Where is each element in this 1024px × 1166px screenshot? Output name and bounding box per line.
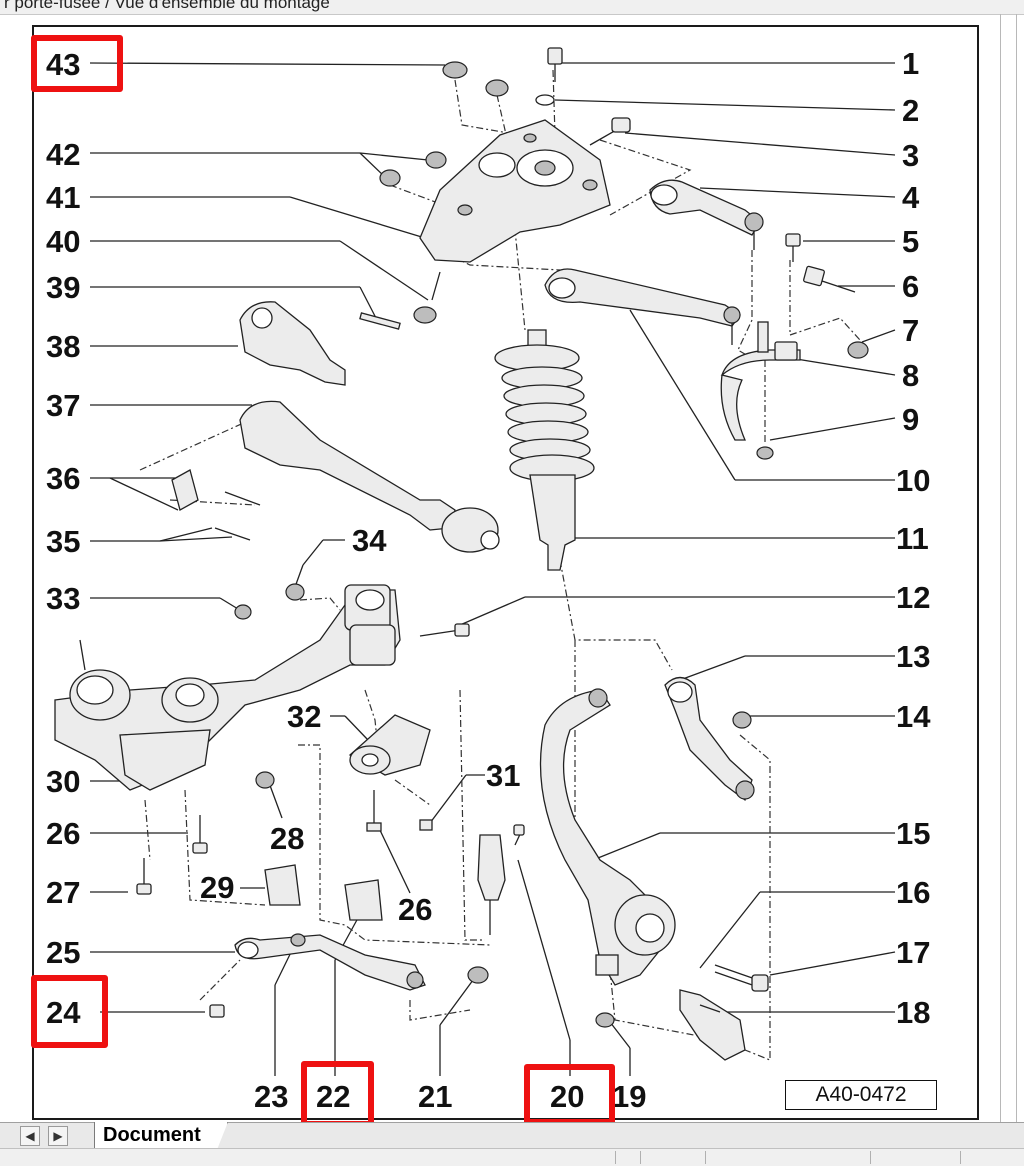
callout-12: 12 [896,580,930,615]
callout-3: 3 [902,138,919,173]
callout-11: 11 [896,521,929,556]
callout-1: 1 [902,46,919,81]
callout-32: 32 [287,699,321,734]
window-title: r porte-fusée / Vue d'ensemble du montag… [4,0,330,12]
callout-21: 21 [418,1079,452,1114]
highlight-box-22 [301,1061,374,1127]
callout-31: 31 [486,758,520,793]
callout-20: 20 [550,1079,584,1114]
callout-4: 4 [902,180,920,215]
callout-14: 14 [896,699,931,734]
callout-41: 41 [46,180,80,215]
highlight-box-43 [31,35,123,92]
callouts-left: 43 42 41 40 39 38 37 36 35 33 30 26 27 2… [46,47,81,1030]
triangle-left-icon: ◀ [25,1129,35,1143]
callout-42: 42 [46,137,80,172]
highlight-box-20 [524,1064,615,1125]
small-fasteners-right [720,233,869,460]
callout-8: 8 [902,358,919,393]
status-divider [705,1151,706,1164]
status-divider [960,1151,961,1164]
leader-lines-inner [240,539,631,1076]
top-nuts [379,47,631,324]
callout-26-left: 26 [46,816,80,851]
callouts-bottom: 23 22 21 20 19 [254,1079,646,1114]
scroll-left-button[interactable]: ◀ [20,1126,40,1146]
callout-6: 6 [902,269,919,304]
callout-16: 16 [896,875,930,910]
callout-28: 28 [270,821,304,856]
callout-30: 30 [46,764,80,799]
callout-23: 23 [254,1079,288,1114]
upper-control-arm-rear [544,268,741,345]
status-divider [615,1151,616,1164]
callout-37: 37 [46,388,80,423]
callout-40: 40 [46,224,80,259]
shield-and-bolt [679,964,769,1061]
callout-29: 29 [200,870,234,905]
callouts-inner: 34 32 31 28 29 26 [200,523,520,927]
drive-shaft [239,301,500,553]
document-tab-bar: ◀ ▶ Document [0,1122,1024,1149]
spring-damper-assembly [494,329,595,571]
callout-10: 10 [896,463,930,498]
bracket-plate [348,714,433,832]
callout-24: 24 [46,995,81,1030]
reference-code: A40-0472 [785,1080,937,1110]
wheel-bearing-housing [539,688,676,1028]
tab-document-label: Document [103,1124,201,1146]
small-bolts-left [171,312,401,541]
track-control-arm [664,676,755,802]
callout-27: 27 [46,875,80,910]
callout-34: 34 [352,523,387,558]
scroll-right-button[interactable]: ▶ [48,1126,68,1146]
callout-13: 13 [896,639,930,674]
callout-9: 9 [902,402,919,437]
callout-22: 22 [316,1079,350,1114]
upper-control-arm-front [649,179,764,250]
callout-39: 39 [46,270,80,305]
window-title-bar: r porte-fusée / Vue d'ensemble du montag… [0,0,1024,15]
status-divider [640,1151,641,1164]
callout-25: 25 [46,935,80,970]
callout-5: 5 [902,224,919,259]
lower-link-arm [209,824,525,1018]
lower-fasteners [136,771,383,921]
callout-19: 19 [612,1079,646,1114]
callout-38: 38 [46,329,80,364]
callout-7: 7 [902,313,919,348]
status-bar [0,1148,1024,1166]
callout-17: 17 [896,935,930,970]
right-border-line-2 [1016,14,1017,1122]
triangle-right-icon: ▶ [53,1129,63,1143]
callout-2: 2 [902,93,919,128]
callout-18: 18 [896,995,930,1030]
status-divider [870,1151,871,1164]
callout-26-inner: 26 [398,892,432,927]
tab-document[interactable]: Document [94,1122,228,1149]
callout-15: 15 [896,816,930,851]
callout-35: 35 [46,524,80,559]
callout-33: 33 [46,581,80,616]
subframe [54,583,470,791]
highlight-box-24 [31,975,108,1048]
strut-mount-plate [419,119,611,263]
callouts-right: 1 2 3 4 5 6 7 8 9 10 11 12 13 14 15 16 1… [896,46,931,1030]
callout-36: 36 [46,461,80,496]
leader-lines-right [459,62,896,1013]
right-border-line [1000,14,1001,1122]
callout-43: 43 [46,47,80,82]
